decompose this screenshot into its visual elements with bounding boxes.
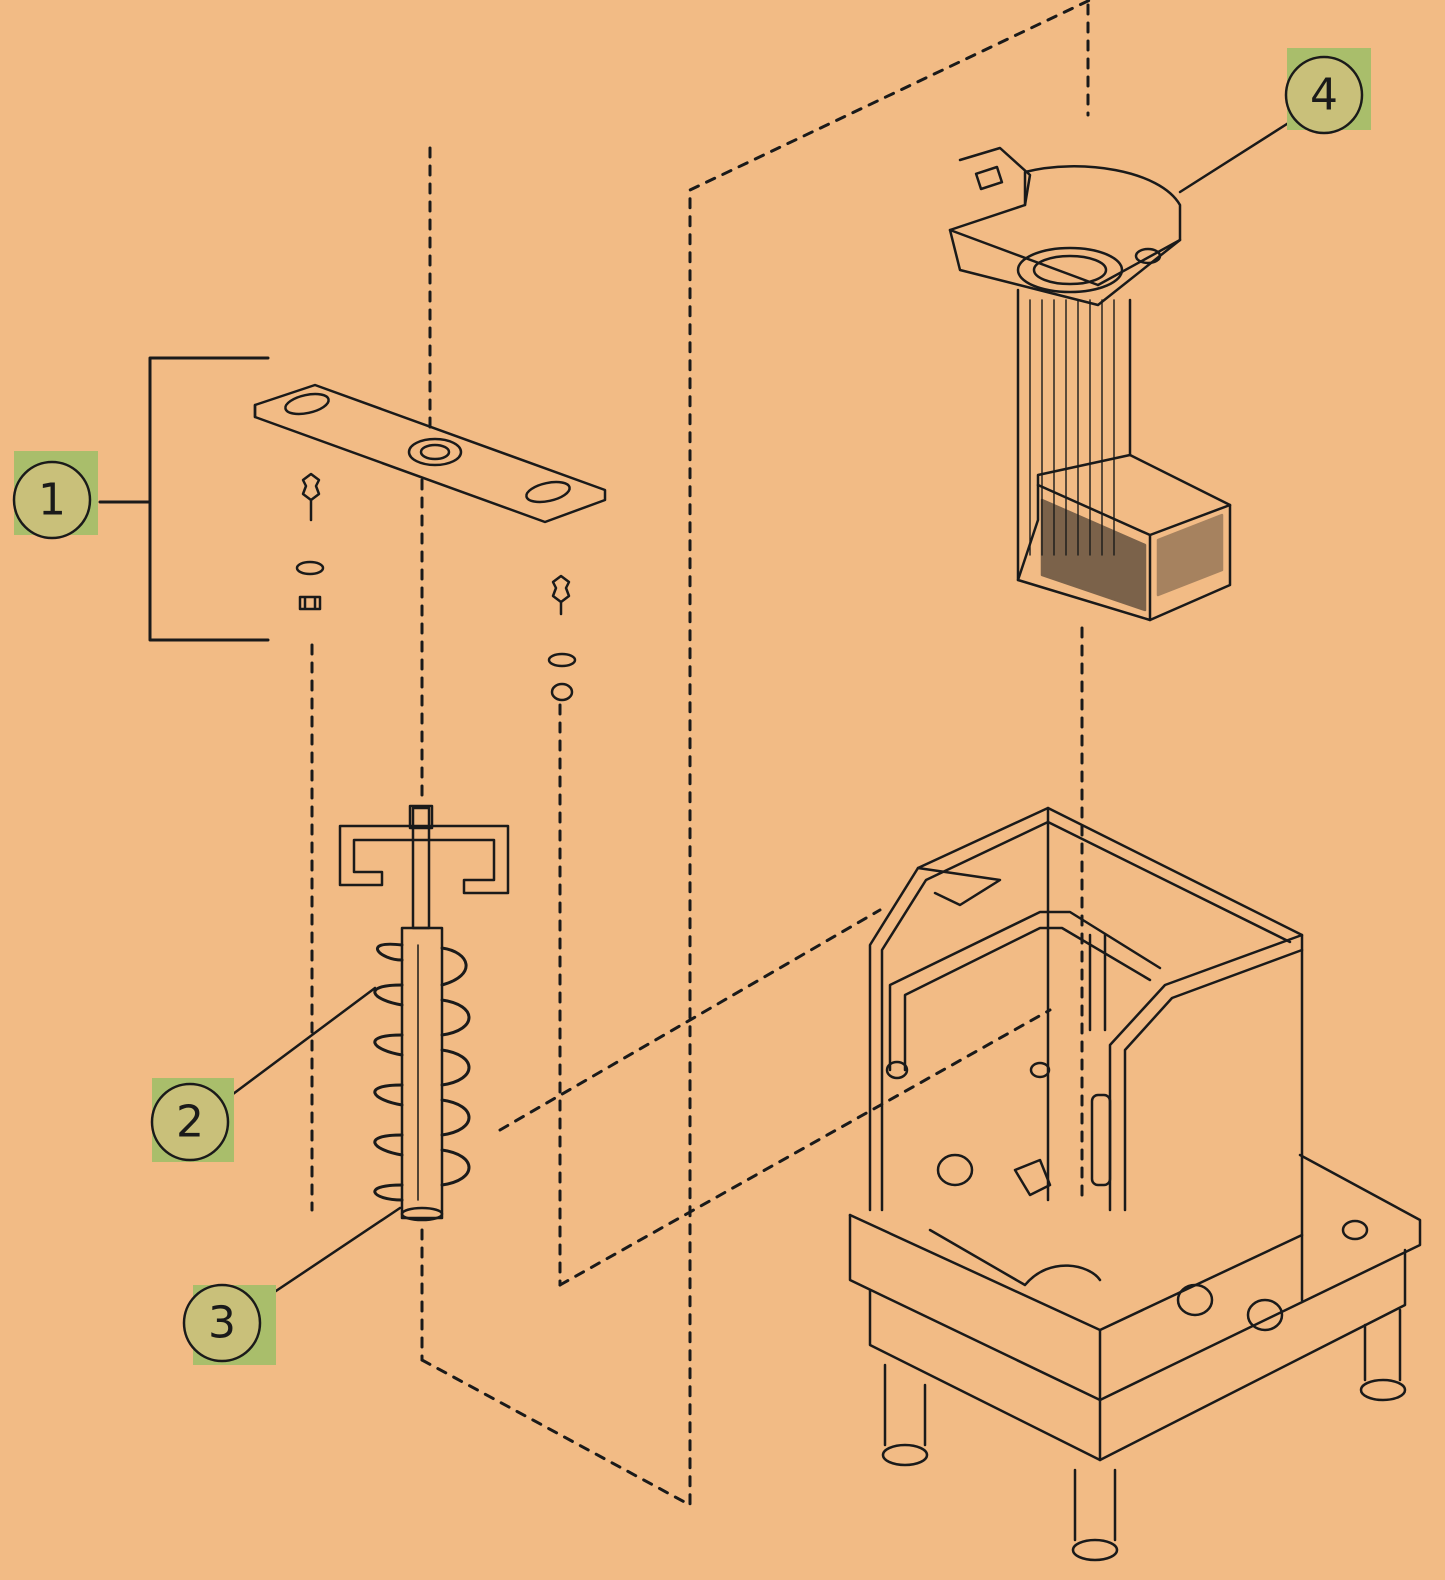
callout-3: 3: [182, 1283, 276, 1365]
nut-right: [550, 682, 574, 702]
nut-left: [298, 595, 322, 611]
bolt-right: [551, 574, 571, 616]
leader-4: [1178, 120, 1292, 194]
auger-flight: [373, 942, 471, 1202]
callout-3-label: 3: [208, 1298, 236, 1349]
callout-2: 2: [150, 1078, 234, 1162]
auger-chute-housing: [948, 146, 1232, 622]
mounting-bar-assembly: [98, 356, 607, 702]
bolt-left: [301, 472, 321, 522]
callout-1-label: 1: [38, 475, 66, 526]
cabinet-legs: [881, 1308, 1407, 1562]
callout-2-label: 2: [176, 1097, 204, 1148]
cabinet-frame: [848, 806, 1422, 1562]
assembly-bracket: [148, 356, 270, 642]
washer-right: [547, 652, 577, 668]
auger-shaft: [400, 926, 444, 1220]
stirrer-arms: [338, 824, 510, 895]
leader-lines: [223, 120, 1292, 1307]
leader-3: [253, 1206, 402, 1307]
washer-left: [295, 560, 325, 576]
auger-assembly: [338, 804, 510, 1222]
leader-2: [223, 986, 377, 1102]
assembly-guide-lines: [310, 0, 1092, 1507]
callout-4-label: 4: [1310, 70, 1338, 121]
callout-4: 4: [1284, 48, 1371, 135]
callout-1: 1: [12, 451, 98, 540]
